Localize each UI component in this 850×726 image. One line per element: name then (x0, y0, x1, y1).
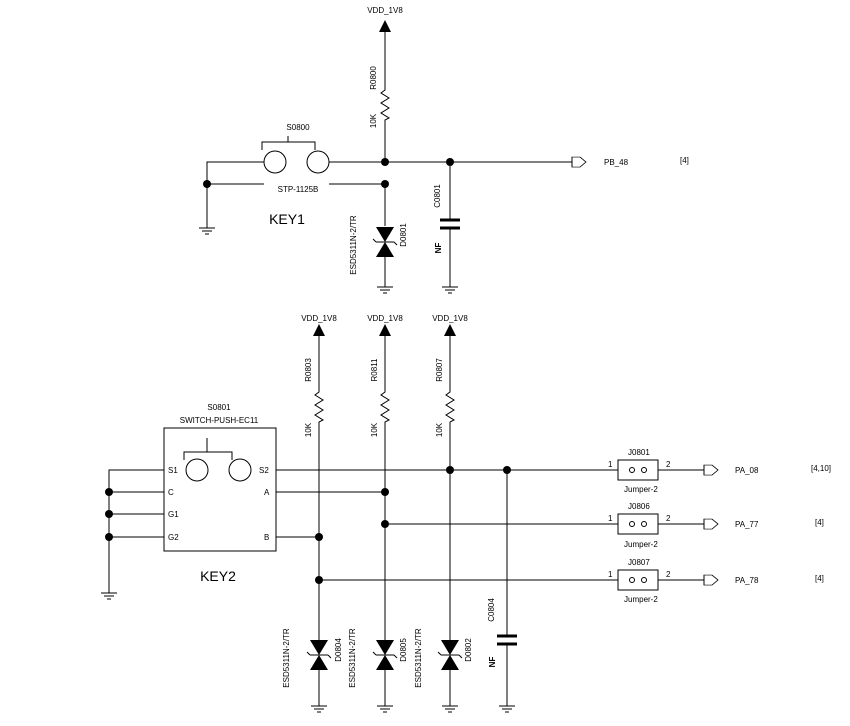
vdd-c-label: VDD_1V8 (432, 314, 468, 323)
d0804-ref: D0804 (334, 638, 343, 662)
jumper-j0807: J0807 1 2 Jumper-2 PA_78 [4] (608, 558, 824, 604)
vdd-b-label: VDD_1V8 (367, 314, 403, 323)
jumper-j0806: J0806 1 2 Jumper-2 PA_77 [4] (608, 502, 824, 549)
r0803-value: 10K (304, 422, 313, 437)
key1-section: VDD_1V8 R0800 10K S0800 STP-1125B KEY1 (198, 6, 689, 294)
r0811-ref: R0811 (370, 358, 379, 382)
pin-g1: G1 (168, 510, 179, 519)
r0807-value: 10K (435, 422, 444, 437)
key2-section: VDD_1V8 VDD_1V8 VDD_1V8 R0803 10K R0811 … (100, 314, 831, 713)
pa78-label: PA_78 (735, 576, 759, 585)
pin-s1: S1 (168, 466, 178, 475)
diode-d0802: ESD5311N-2/TR D0802 (414, 628, 473, 713)
jumper-j0801: J0801 1 2 Jumper-2 PA_08 [4,10] (608, 448, 831, 494)
pin-g2: G2 (168, 533, 179, 542)
resistor-r0803: R0803 10K (304, 358, 324, 640)
j0807-pin1: 1 (608, 570, 613, 579)
pin-a: A (264, 488, 270, 497)
j0806-pin1: 1 (608, 514, 613, 523)
j0807-ref: J0807 (628, 558, 650, 567)
pa77-label: PA_77 (735, 520, 759, 529)
key1-title: KEY1 (269, 211, 305, 227)
d0805-part: ESD5311N-2/TR (348, 628, 357, 688)
d0805-ref: D0805 (399, 638, 408, 662)
j0801-ref: J0801 (628, 448, 650, 457)
s0801-part: SWITCH-PUSH-EC11 (180, 416, 259, 425)
capacitor-c0804: C0804 NF (487, 470, 519, 713)
d0802-part: ESD5311N-2/TR (414, 628, 423, 688)
s0801-ref: S0801 (207, 403, 231, 412)
power-symbol-vdd-c: VDD_1V8 (432, 314, 468, 370)
pa08-ref: [4,10] (811, 464, 831, 473)
s0800-ref: S0800 (286, 123, 310, 132)
c0801-ref: C0801 (433, 184, 442, 208)
j0807-pin2: 2 (666, 570, 671, 579)
d0804-part: ESD5311N-2/TR (282, 628, 291, 688)
j0801-pin1: 1 (608, 460, 613, 469)
resistor-r0800: R0800 10K (369, 58, 390, 162)
pa08-label: PA_08 (735, 466, 759, 475)
pb48-ref: [4] (680, 156, 689, 165)
j0806-part: Jumper-2 (624, 540, 658, 549)
key2-title: KEY2 (200, 568, 236, 584)
diode-d0804: ESD5311N-2/TR D0804 (282, 628, 343, 713)
j0806-ref: J0806 (628, 502, 650, 511)
r0800-value: 10K (369, 113, 378, 128)
vdd-top-label: VDD_1V8 (367, 6, 403, 15)
pin-s2: S2 (259, 466, 269, 475)
r0807-ref: R0807 (435, 358, 444, 382)
vdd-a-label: VDD_1V8 (301, 314, 337, 323)
j0801-pin2: 2 (666, 460, 671, 469)
r0811-value: 10K (370, 422, 379, 437)
net-pb48: PB_48 [4] (571, 156, 689, 168)
r0803-ref: R0803 (304, 358, 313, 382)
resistor-r0807: R0807 10K (435, 358, 455, 640)
s0800-part: STP-1125B (278, 185, 319, 194)
j0806-pin2: 2 (666, 514, 671, 523)
c0801-value: NF (434, 243, 443, 254)
c0804-value: NF (488, 657, 497, 668)
diode-d0805: ESD5311N-2/TR D0805 (348, 628, 408, 713)
d0801-part: ESD5311N-2/TR (349, 215, 358, 275)
diode-d0801: ESD5311N-2/TR D0801 (349, 184, 408, 294)
pin-b: B (264, 533, 269, 542)
power-symbol-vdd-b: VDD_1V8 (367, 314, 403, 370)
j0807-part: Jumper-2 (624, 595, 658, 604)
pa78-ref: [4] (815, 574, 824, 583)
switch-s0800: S0800 STP-1125B KEY1 (261, 123, 330, 227)
pb48-label: PB_48 (604, 158, 629, 167)
resistor-r0811: R0811 10K (370, 358, 390, 640)
d0801-ref: D0801 (399, 223, 408, 247)
r0800-ref: R0800 (369, 66, 378, 90)
capacitor-c0801: C0801 NF (433, 162, 462, 294)
c0804-ref: C0804 (487, 598, 496, 622)
switch-s0801: S0801 SWITCH-PUSH-EC11 S1 C G1 G2 S2 A B… (163, 403, 277, 584)
pa77-ref: [4] (815, 518, 824, 527)
j0801-part: Jumper-2 (624, 485, 658, 494)
power-symbol-vdd-top: VDD_1V8 (367, 6, 403, 58)
pin-c: C (168, 488, 174, 497)
power-symbol-vdd-a: VDD_1V8 (301, 314, 337, 370)
d0802-ref: D0802 (464, 638, 473, 662)
